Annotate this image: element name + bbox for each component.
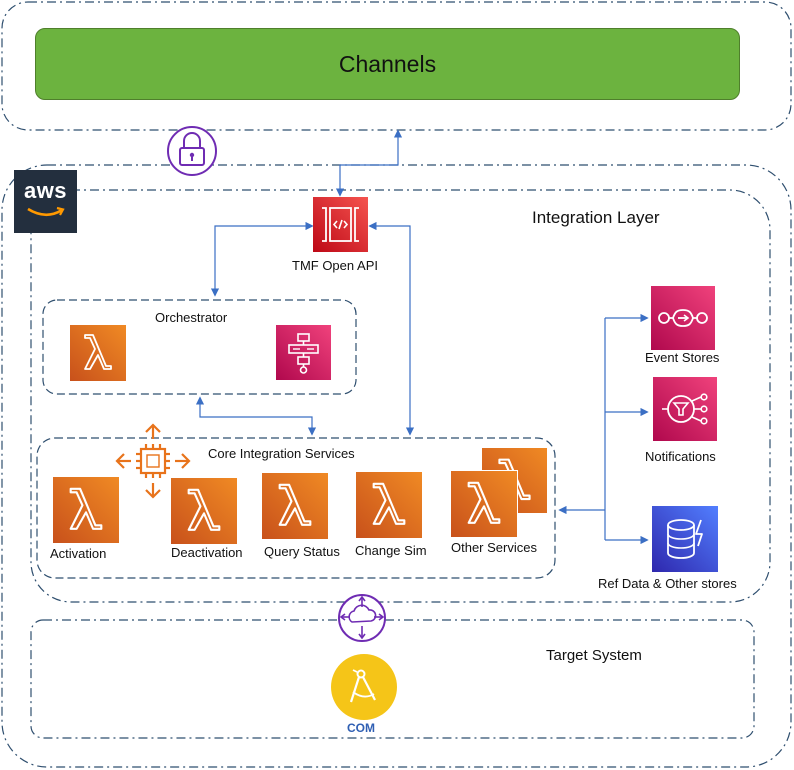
tmf-api-label: TMF Open API — [292, 258, 378, 273]
connector-api-to-channels — [335, 129, 403, 197]
channels-label: Channels — [338, 50, 437, 77]
channels-bar: Channels — [35, 28, 740, 100]
lambda-icon — [278, 483, 312, 526]
target-system-boundary — [30, 619, 755, 739]
core-services-group — [36, 437, 556, 579]
lambda-icon — [84, 334, 112, 370]
core-services-label: Core Integration Services — [208, 446, 355, 461]
api-gateway-icon — [322, 207, 359, 242]
orchestrator-label: Orchestrator — [155, 310, 228, 325]
connector-api-to-orchestrator — [210, 221, 314, 297]
store-label-notifications: Notifications — [645, 449, 716, 464]
ref-data-tile — [652, 506, 718, 572]
lambda-icon — [372, 482, 406, 525]
api-gateway-tile — [313, 197, 368, 252]
store-label-ref-data: Ref Data & Other stores — [598, 576, 737, 591]
aws-logo-text: aws — [23, 178, 68, 203]
compass-tool-icon — [349, 669, 376, 703]
orchestrator-lambda-tile — [70, 325, 126, 381]
step-functions-tile — [276, 325, 331, 380]
orchestrator-group — [42, 299, 357, 395]
service-label-query-status: Query Status — [264, 544, 340, 559]
compute-chip-icon — [115, 423, 191, 499]
step-functions-icon — [288, 333, 319, 374]
aws-logo: aws — [14, 170, 77, 233]
store-label-event-stores: Event Stores — [645, 350, 720, 365]
cloud-network-icon — [338, 594, 386, 642]
change-sim-lambda-tile — [356, 472, 422, 538]
connector-api-to-core-services — [368, 221, 415, 436]
query-status-lambda-tile — [262, 473, 328, 539]
target-system-label: Target System — [546, 647, 642, 664]
lambda-icon — [187, 488, 221, 531]
notifications-tile — [653, 377, 717, 441]
service-label-activation: Activation — [50, 546, 107, 561]
event-stores-tile — [651, 286, 715, 350]
database-icon — [667, 519, 703, 559]
com-system-circle — [331, 654, 397, 720]
service-label-other-services: Other Services — [451, 540, 537, 555]
deactivation-lambda-tile — [171, 478, 237, 544]
aws-smile-icon — [27, 206, 65, 217]
connector-core-to-stores — [558, 313, 649, 545]
notification-service-icon — [662, 393, 708, 425]
lambda-icon — [69, 487, 103, 530]
service-label-deactivation: Deactivation — [171, 545, 243, 560]
connector-orchestrator-to-core — [195, 396, 317, 436]
lambda-icon — [467, 481, 501, 524]
lock-icon — [167, 126, 217, 176]
service-label-change-sim: Change Sim — [355, 543, 427, 558]
other-services-lambda-tile — [450, 470, 518, 538]
event-bus-icon — [658, 309, 708, 327]
activation-lambda-tile — [53, 477, 119, 543]
integration-layer-label: Integration Layer — [532, 208, 660, 227]
com-label: COM — [347, 721, 375, 735]
